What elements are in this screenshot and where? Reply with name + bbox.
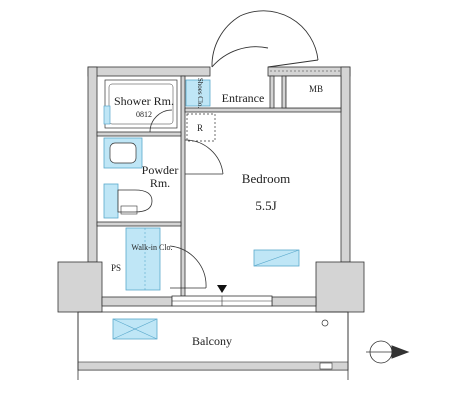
mb-box: [285, 75, 342, 109]
powder-room-label-2: Rm.: [150, 176, 170, 190]
balcony-label: Balcony: [192, 334, 232, 348]
bedroom-features: [171, 249, 300, 307]
walls: [57, 66, 365, 313]
refrigerator-label: R: [197, 123, 203, 133]
bedroom-label: Bedroom: [242, 171, 290, 186]
powder-room-fixtures: [103, 137, 224, 219]
shoes-closet: [185, 79, 211, 107]
balcony-area: [77, 311, 349, 380]
shower-room-fixtures: [103, 79, 178, 133]
powder-room-label-1: Powder: [142, 163, 179, 177]
entry-triangle-icon: [217, 285, 227, 293]
shoes-closet-label: Shoes Clo.: [196, 78, 204, 109]
entrance-label: Entrance: [222, 91, 265, 105]
entrance-door: [211, 10, 319, 68]
north-arrow-icon: [366, 340, 410, 364]
ps-label: PS: [111, 263, 121, 273]
shower-room-label: Shower Rm.: [114, 94, 174, 108]
walk-in-closet: [125, 227, 207, 291]
bedroom-size-label: 5.5J: [255, 198, 276, 213]
refrigerator-space: [186, 113, 216, 142]
mb-label: MB: [309, 84, 323, 94]
shower-code-label: 0812: [136, 110, 152, 119]
walk-in-closet-label: Walk-in Clo.: [131, 243, 172, 252]
